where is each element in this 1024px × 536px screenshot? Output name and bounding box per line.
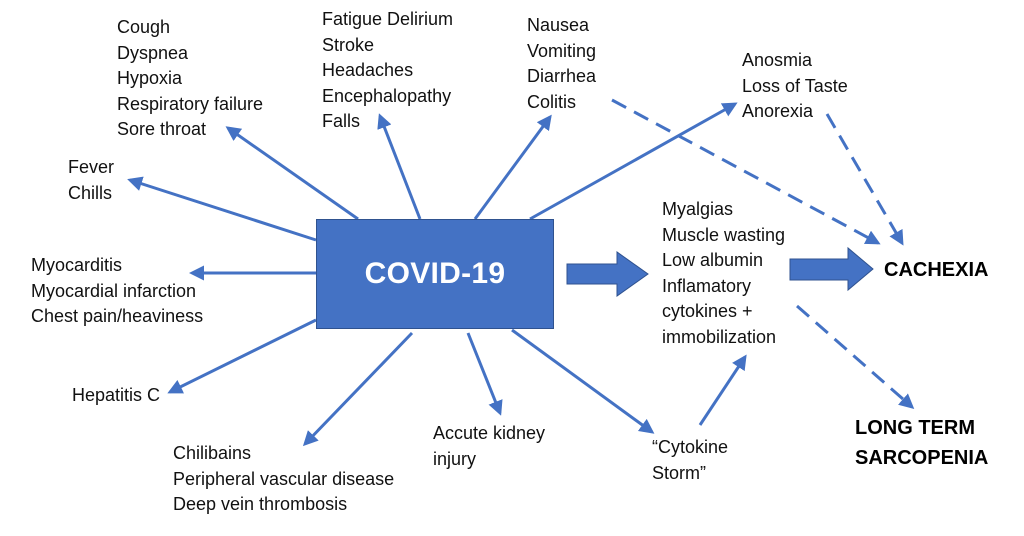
covid-19-title: COVID-19 — [364, 257, 506, 290]
vascular-symptoms: Chilibains Peripheral vascular disease D… — [173, 441, 394, 518]
outcome-line: SARCOPENIA — [855, 447, 989, 469]
symptom-line: Chills — [68, 182, 113, 203]
symptom-line: Encephalopathy — [322, 85, 452, 106]
symptom-line: Headaches — [322, 60, 414, 80]
symptom-line: immobilization — [662, 326, 777, 347]
symptom-line: Deep vein thrombosis — [173, 494, 348, 514]
renal-symptoms: Accute kidney injury — [433, 421, 545, 472]
cachexia-outcome: CACHEXIA — [884, 255, 988, 285]
arrow-to-renal — [466, 332, 503, 416]
symptom-line: Hepatitis C — [72, 385, 161, 405]
arrow-to-vascular — [302, 331, 414, 447]
symptom-line: Peripheral vascular disease — [173, 468, 395, 489]
symptom-line: Dyspnea — [117, 42, 189, 63]
symptom-line: Hypoxia — [117, 68, 183, 88]
symptom-line: Accute kidney — [433, 423, 546, 443]
symptom-line: Anorexia — [742, 101, 814, 121]
symptom-line: Myocarditis — [31, 255, 123, 275]
dashed-arrow-gi-to-cachexia — [611, 98, 881, 245]
block-arrow-to-cachexia — [789, 246, 874, 292]
symptom-line: Falls — [322, 111, 361, 131]
cytokine-storm-label: “Cytokine Storm” — [652, 435, 728, 486]
symptom-line: Nausea — [527, 15, 590, 35]
symptom-line: Fatigue Delirium — [322, 9, 454, 29]
arrow-to-respiratory — [225, 126, 359, 221]
symptom-line: Low albumin — [662, 250, 764, 270]
symptom-line: Stroke — [322, 34, 375, 55]
block-arrow-to-muscle — [566, 251, 649, 297]
arrow-to-hepatic — [167, 318, 317, 394]
symptom-line: Fever — [68, 157, 115, 177]
symptom-line: Cough — [117, 17, 171, 37]
fever-symptoms: Fever Chills — [68, 155, 114, 206]
outcome-line: CACHEXIA — [884, 259, 989, 281]
symptom-line: Anosmia — [742, 50, 813, 70]
sensory-symptoms: Anosmia Loss of Taste Anorexia — [742, 48, 848, 125]
symptom-line: Chest pain/heaviness — [31, 306, 204, 326]
symptom-line: Diarrhea — [527, 66, 597, 86]
symptom-line: Colitis — [527, 91, 577, 112]
symptom-line: Muscle wasting — [662, 224, 786, 245]
symptom-line: Sore throat — [117, 119, 207, 139]
cardiac-symptoms: Myocarditis Myocardial infarction Chest … — [31, 253, 203, 330]
symptom-line: Chilibains — [173, 443, 252, 463]
symptom-line: Respiratory failure — [117, 93, 264, 114]
arrow-to-gastrointestinal — [473, 114, 552, 220]
symptom-line: Myalgias — [662, 199, 734, 219]
outcome-line: LONG TERM — [855, 417, 975, 439]
hepatic-symptoms: Hepatitis C — [72, 383, 160, 409]
muscle-symptoms: Myalgias Muscle wasting Low albumin Infl… — [662, 197, 785, 350]
arrow-to-cytokine — [511, 328, 655, 434]
arrow-cytokine-to-muscle — [698, 354, 747, 426]
arrow-to-neurological — [377, 113, 422, 220]
covid-19-box: COVID-19 — [316, 219, 554, 329]
respiratory-symptoms: Cough Dyspnea Hypoxia Respiratory failur… — [117, 15, 263, 143]
symptom-line: Inflamatory — [662, 275, 752, 296]
symptom-line: Myocardial infarction — [31, 280, 197, 301]
neurological-symptoms: Fatigue Delirium Stroke Headaches Enceph… — [322, 7, 453, 135]
arrow-to-sensory — [529, 102, 738, 221]
arrow-to-fever — [127, 176, 317, 242]
dashed-arrow-muscle-to-sarcopenia — [796, 304, 915, 409]
sarcopenia-outcome: LONG TERM SARCOPENIA — [855, 413, 988, 473]
symptom-line: Storm” — [652, 462, 706, 483]
symptom-line: Vomiting — [527, 40, 597, 61]
symptom-line: cytokines + — [662, 301, 753, 321]
symptom-line: injury — [433, 448, 477, 469]
symptom-line: “Cytokine — [652, 437, 729, 457]
dashed-arrow-sensory-to-cachexia — [825, 113, 904, 246]
symptom-line: Loss of Taste — [742, 75, 848, 96]
gastrointestinal-symptoms: Nausea Vomiting Diarrhea Colitis — [527, 13, 596, 115]
